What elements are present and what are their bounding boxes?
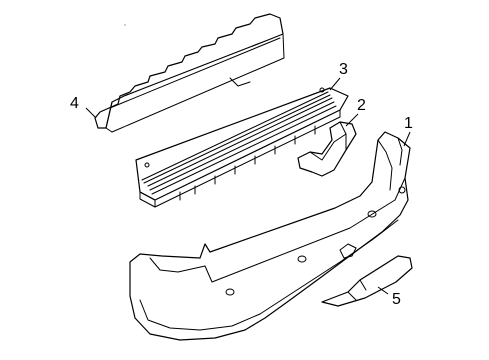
- callout-5: 5: [392, 291, 401, 308]
- leader-lines: [85, 77, 411, 295]
- callout-2: 2: [357, 97, 366, 114]
- part-5-valance: [321, 255, 413, 307]
- callout-3: 3: [339, 61, 348, 78]
- leader-1: [403, 131, 411, 147]
- leader-2: [345, 113, 359, 127]
- callout-1: 1: [404, 115, 413, 132]
- part-4-absorber: [94, 13, 285, 133]
- part-1-bumper-cover: [129, 131, 411, 341]
- part-3-step-pad: [135, 87, 349, 208]
- part-2-bracket: [297, 121, 357, 177]
- callout-4: 4: [70, 95, 79, 112]
- leader-3: [329, 77, 341, 91]
- leader-5: [377, 286, 389, 295]
- leader-4: [85, 107, 97, 119]
